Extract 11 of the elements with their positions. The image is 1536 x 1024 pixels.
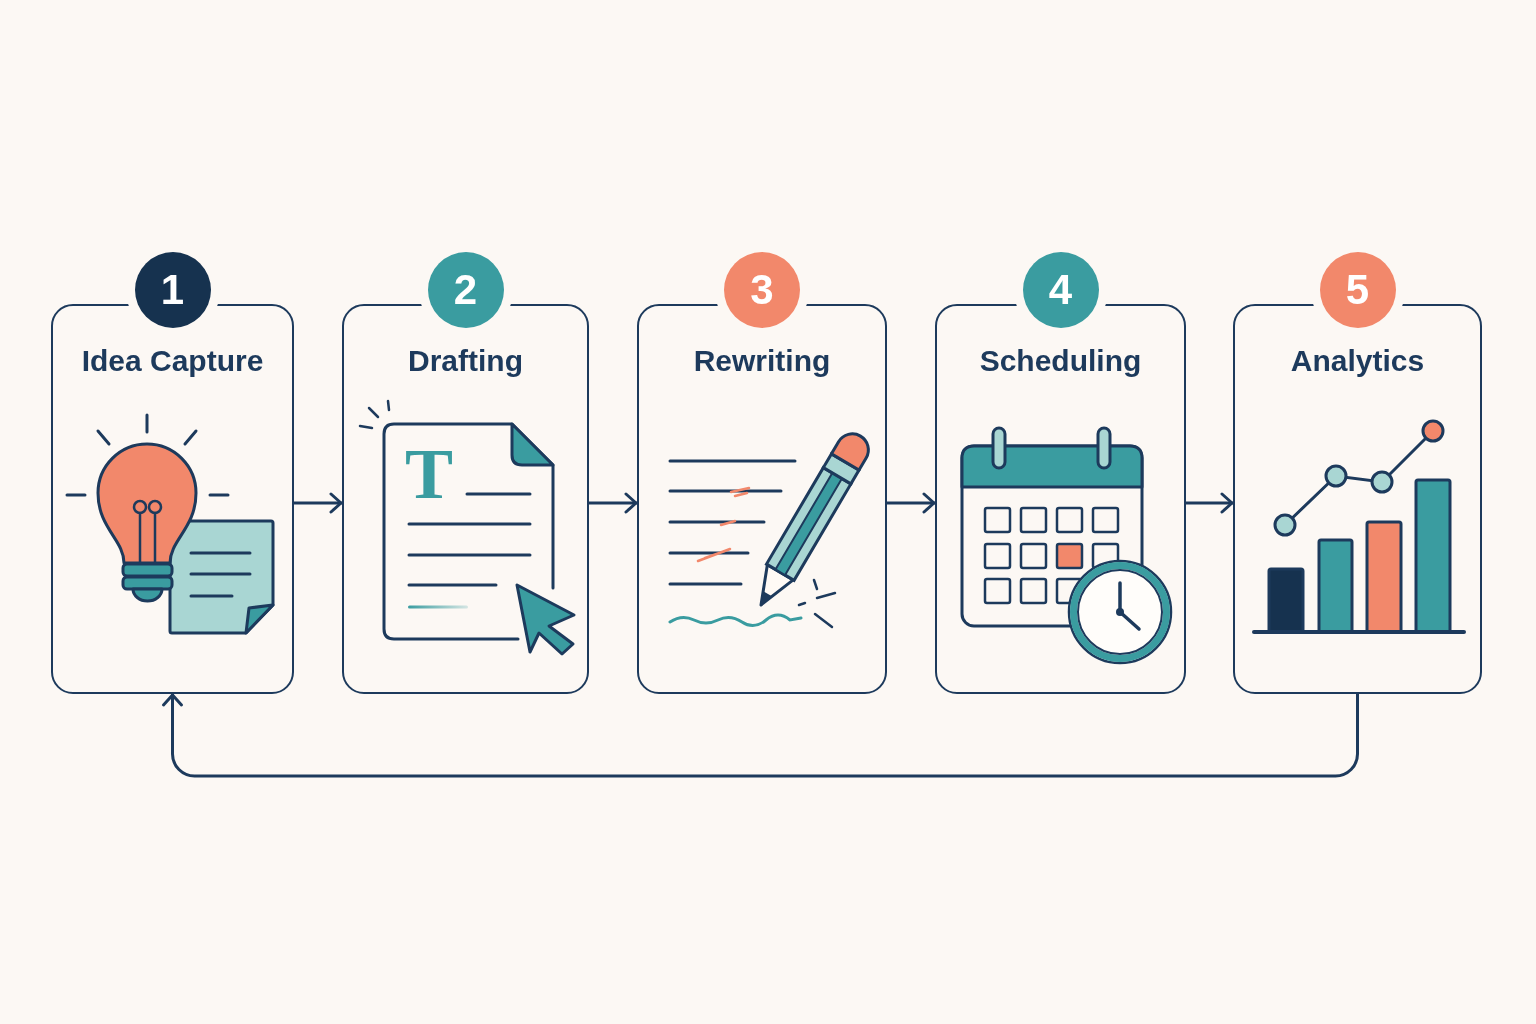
step-title: Idea Capture [81,343,264,379]
step-title: Analytics [1290,343,1425,379]
step-title: Rewriting [693,343,831,379]
loop-arrow [162,692,1359,778]
arrow [885,492,937,514]
arrow [292,492,344,514]
step-title: Drafting [408,343,523,379]
text-symbol: T [405,438,454,510]
arrow [587,492,639,514]
arrow [1184,492,1235,514]
step-title: Scheduling [979,343,1142,379]
